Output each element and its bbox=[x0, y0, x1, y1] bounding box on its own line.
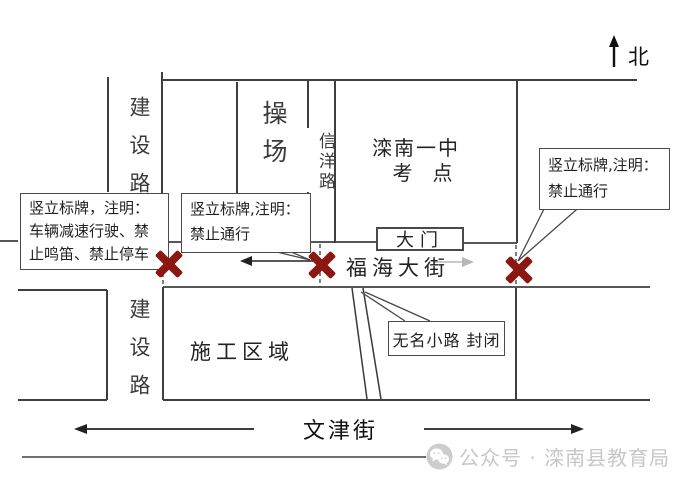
construction-zone-label: 施工区域 bbox=[190, 340, 294, 364]
playground-label: 操场 bbox=[259, 100, 288, 176]
closure-x-middle-icon bbox=[305, 248, 339, 282]
gate-box: 大门 bbox=[376, 227, 464, 251]
callout-middle-sign: 竖立标牌,注明： 禁止通行 bbox=[181, 193, 311, 253]
school-site-label: 考 点 bbox=[392, 161, 453, 185]
callout-middle-line2: 禁止通行 bbox=[190, 225, 251, 243]
jianshe-road-label-lower: 建设路 bbox=[127, 298, 151, 412]
xinyang-road-label: 信洋路 bbox=[315, 132, 335, 192]
unnamed-road-closed-box: 无名小路 封闭 bbox=[388, 321, 505, 356]
callout-west-line2: 车辆减速行驶、禁 bbox=[29, 222, 150, 240]
callout-west-line3: 止鸣笛、禁止停车 bbox=[29, 245, 150, 263]
unnamed-road-closed-label: 无名小路 封闭 bbox=[392, 330, 501, 350]
school-name-label: 滦南一中 bbox=[372, 136, 460, 160]
fuhai-left-arrow bbox=[240, 256, 313, 266]
north-label: 北 bbox=[628, 45, 649, 69]
closure-x-east-icon bbox=[502, 253, 536, 287]
fuhai-street-label: 福海大街 bbox=[346, 256, 450, 280]
jianshe-road-label-upper: 建设路 bbox=[127, 96, 151, 210]
callout-middle-line1: 竖立标牌,注明： bbox=[190, 200, 300, 218]
callout-east-line1: 竖立标牌,注明： bbox=[548, 156, 658, 174]
construction-block-lines bbox=[18, 287, 650, 401]
callout-west-line1: 竖立标牌，注明： bbox=[29, 199, 150, 217]
unnamed-road-lines bbox=[351, 287, 382, 400]
gate-label: 大门 bbox=[396, 230, 444, 251]
north-arrow-icon bbox=[609, 35, 619, 67]
fuhai-right-arrow-gray bbox=[433, 257, 474, 267]
watermark: 公众号 · 滦南县教育局 bbox=[426, 436, 677, 476]
watermark-text: 公众号 · 滦南县教育局 bbox=[459, 445, 671, 470]
closure-x-west-icon bbox=[152, 247, 186, 281]
wechat-icon bbox=[426, 443, 453, 469]
wenjin-left-arrow bbox=[74, 424, 254, 434]
wenjin-street-label: 文津街 bbox=[303, 419, 379, 444]
callout-east-line2: 禁止通行 bbox=[548, 182, 609, 200]
callout-east-sign: 竖立标牌,注明： 禁止通行 bbox=[539, 148, 670, 210]
callout-west-sign: 竖立标牌，注明： 车辆减速行驶、禁 止鸣笛、禁止停车 bbox=[20, 193, 169, 270]
wenjin-right-arrow bbox=[424, 424, 584, 434]
